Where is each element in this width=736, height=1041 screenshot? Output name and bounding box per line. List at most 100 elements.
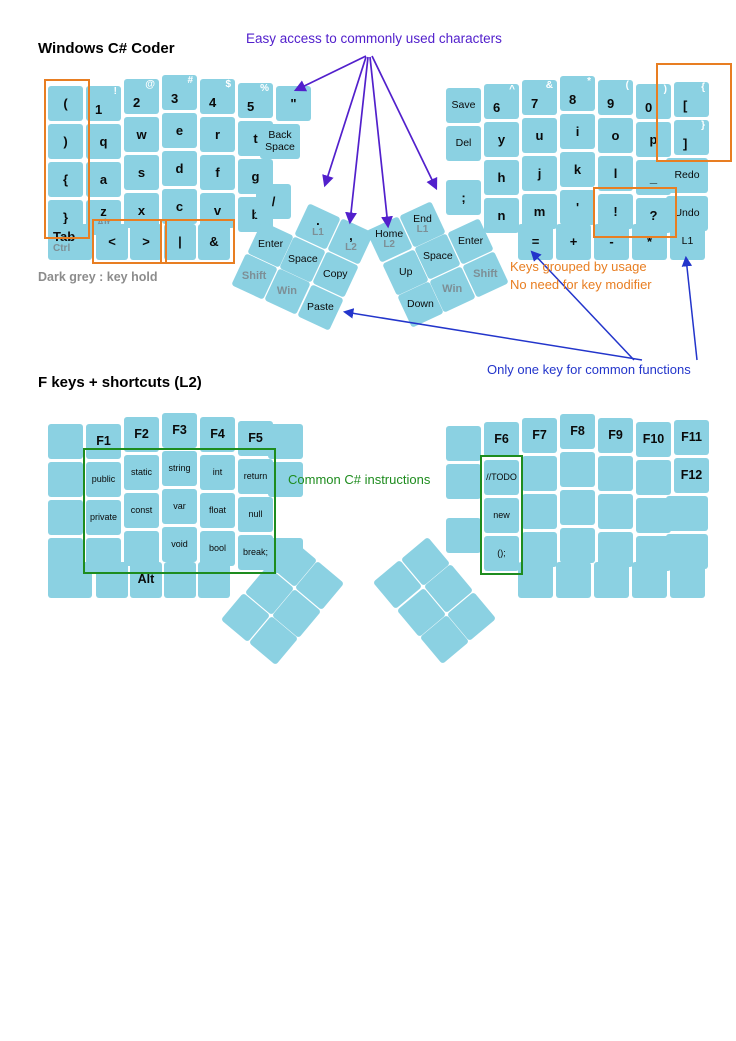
key-0: 0): [636, 84, 671, 119]
key-blank: [446, 464, 481, 499]
key-void: void: [162, 527, 197, 562]
key-label: }: [62, 209, 69, 225]
key-f7: F7: [522, 418, 557, 453]
key-shift-label: $: [225, 79, 231, 90]
key-label: void: [171, 538, 188, 549]
key-q: q: [86, 124, 121, 159]
key-label: a: [99, 171, 108, 187]
key-label: c: [175, 198, 184, 214]
key-label: *: [646, 234, 653, 250]
key-label: Space: [287, 252, 318, 265]
key-label: =: [531, 234, 540, 250]
key-label: Enter: [457, 235, 483, 248]
key-label: l: [613, 165, 618, 181]
key-shift-label: #: [187, 75, 193, 86]
key-shift-label: ): [663, 84, 667, 95]
key-label: ): [63, 133, 68, 149]
key-label: F5: [248, 430, 263, 445]
key-quote: ": [276, 86, 311, 121]
key-blank: [636, 498, 671, 533]
key-public: public: [86, 462, 121, 497]
key-label: q: [99, 133, 108, 149]
key-label: 1: [95, 102, 103, 118]
key-hold-label: L1: [416, 223, 429, 235]
key-null: null: [238, 497, 273, 532]
annotation-common-cs: Common C# instructions: [288, 472, 431, 487]
key-label: n: [497, 207, 506, 223]
key-label: _: [649, 169, 658, 185]
key-blank: [96, 562, 128, 598]
highlight-box-square-brackets: [656, 63, 732, 162]
key-blank: [268, 462, 303, 497]
key-label: 9: [607, 96, 615, 112]
highlight-box-cs-keywords-left: [83, 448, 276, 574]
key-blank: [48, 462, 83, 497]
key-blank: [594, 562, 629, 598]
key-label: F11: [681, 429, 702, 444]
key-label: /: [271, 193, 276, 209]
key-1: 1!: [86, 86, 121, 121]
key-shift-label: %: [260, 83, 269, 94]
key-label: w: [136, 126, 147, 142]
key-equals: =: [518, 224, 553, 260]
annotation-grouped-usage: Keys grouped by usage: [510, 259, 647, 274]
key-blank: [636, 460, 671, 495]
key-hold-label: Ctrl: [53, 242, 71, 254]
key-label: f: [215, 164, 220, 180]
key-label: new: [493, 509, 510, 520]
key-brace-open: {: [48, 162, 83, 197]
key-f3: F3: [162, 413, 197, 448]
key-float: float: [200, 493, 235, 528]
key-label: m: [533, 203, 546, 219]
key-hold-label: Alt: [97, 219, 110, 230]
key-label: static: [130, 466, 152, 477]
key-shift-label: !: [113, 86, 117, 97]
annotation-easy-access: Easy access to commonly used characters: [246, 31, 502, 46]
key-break: break;: [238, 535, 273, 570]
key-3: 3#: [162, 75, 197, 110]
key-label: Up: [398, 265, 412, 278]
key-shift-label: &: [545, 80, 553, 91]
key-label: const: [130, 504, 153, 515]
key-f2: F2: [124, 417, 159, 452]
key-a: a: [86, 162, 121, 197]
key-label: [: [683, 98, 688, 114]
key-blank: [560, 490, 595, 525]
key-todo-comment: //TODO: [484, 460, 519, 495]
highlight-box-cs-keywords-right: [480, 455, 523, 575]
key-f12: F12: [674, 458, 709, 493]
key-label: ();: [497, 547, 506, 558]
key-f11: F11: [674, 420, 709, 455]
key-label: ]: [683, 136, 688, 152]
key-7: 7&: [522, 80, 557, 115]
highlight-box-angle-brackets: [92, 219, 167, 264]
key-label: ": [290, 95, 297, 111]
key-label: s: [137, 164, 146, 180]
key-label: Save: [451, 98, 476, 111]
key-blank: [518, 562, 553, 598]
key-label: Tab: [53, 228, 76, 244]
key-f4: F4: [200, 417, 235, 452]
key-bool: bool: [200, 531, 235, 566]
key-label: 7: [531, 96, 539, 112]
key-blank: [446, 518, 481, 553]
key-label: j: [537, 165, 542, 181]
key-4: 4$: [200, 79, 235, 114]
key-blank: [560, 528, 595, 563]
key-bracket-open: [{: [674, 82, 709, 117]
key-label: (: [63, 95, 68, 111]
key-blank: [522, 456, 557, 491]
key-alt: Alt: [130, 562, 162, 598]
key-p: p: [636, 122, 671, 157]
key-label: ;: [461, 189, 466, 205]
key-save: Save: [446, 88, 481, 123]
key-i: i: [560, 114, 595, 149]
key-label: !: [613, 203, 618, 219]
key-const: const: [124, 493, 159, 528]
key-label: Space: [422, 250, 453, 263]
key-blank: [446, 426, 481, 461]
key-label: Copy: [322, 267, 348, 280]
key-bracket-close: ]}: [674, 120, 709, 155]
key-6: 6^: [484, 84, 519, 119]
